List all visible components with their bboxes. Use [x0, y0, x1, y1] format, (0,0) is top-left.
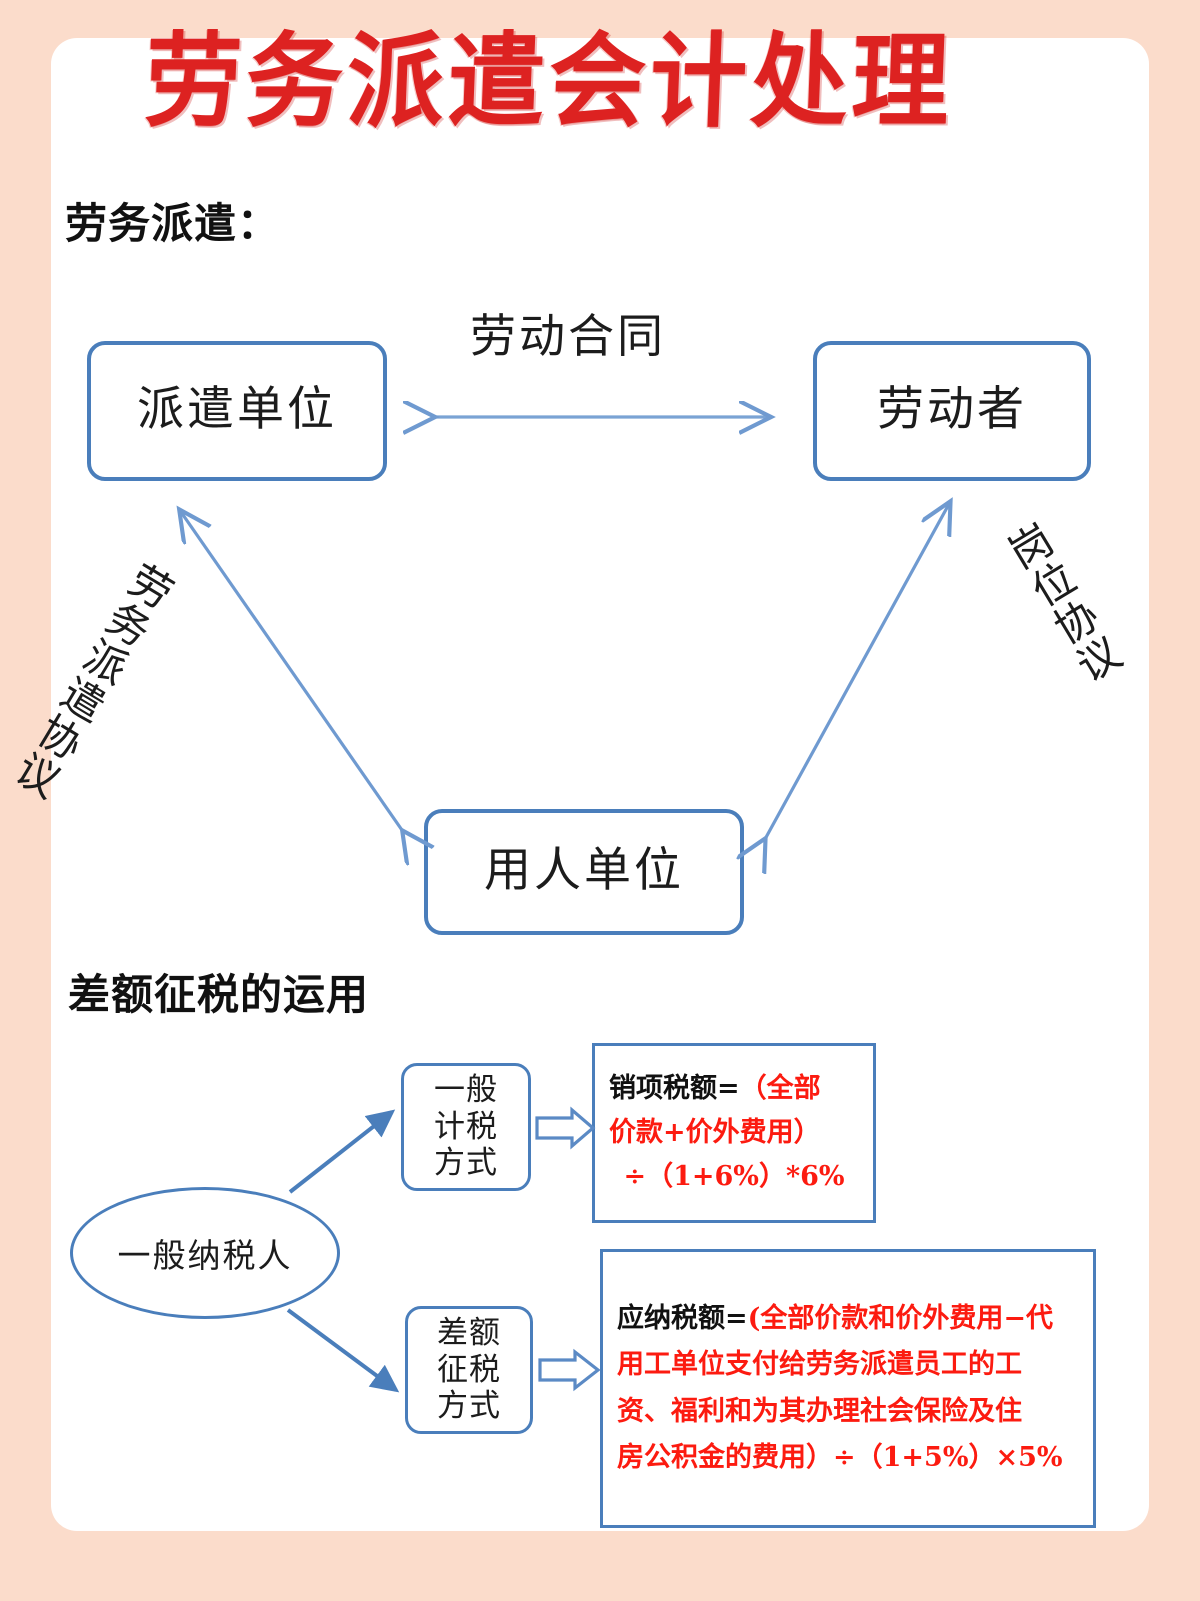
- formula-differential-method: 应纳税额=(全部价款和价外费用−代 用工单位支付给劳务派遣员工的工 资、福利和为…: [600, 1249, 1096, 1528]
- formula-differential-line4: 房公积金的费用）÷（1+5%）×5%: [617, 1441, 1063, 1473]
- arrow-to-general-method: [288, 1109, 396, 1194]
- section-heading-differential: 差额征税的运用: [68, 970, 370, 1019]
- formula-general-line1: （全部: [739, 1073, 821, 1105]
- arrow-to-differential-method: [286, 1308, 400, 1393]
- node-general-method-label: 一般计税方式: [434, 1072, 498, 1181]
- formula-differential-line2: 用工单位支付给劳务派遣员工的工: [617, 1349, 1022, 1381]
- formula-differential-line3: 资、福利和为其办理社会保险及住: [617, 1395, 1022, 1427]
- formula-differential-line1: (全部价款和价外费用−代: [747, 1302, 1054, 1334]
- formula-general-line2: 价款+价外费用）: [609, 1117, 821, 1149]
- node-general-taxpayer: 一般纳税人: [70, 1187, 340, 1319]
- block-arrow-general: [535, 1106, 596, 1150]
- node-employer-unit: 用人单位: [424, 809, 744, 935]
- node-general-taxpayer-label: 一般纳税人: [117, 1239, 293, 1275]
- formula-differential-label: 应纳税额=: [617, 1302, 748, 1334]
- arrow-dispatch-agreement: [181, 512, 404, 833]
- block-arrow-differential: [538, 1348, 601, 1392]
- arrow-post-agreement: [764, 504, 949, 841]
- node-differential-method: 差额征税方式: [405, 1306, 533, 1434]
- node-employer-unit-label: 用人单位: [484, 845, 684, 898]
- section-heading-dispatch: 劳务派遣：: [65, 199, 281, 248]
- edge-label-labor-contract: 劳动合同: [470, 311, 666, 362]
- node-worker: 劳动者: [813, 341, 1091, 481]
- node-dispatch-unit-label: 派遣单位: [137, 384, 337, 437]
- formula-general-line3: ÷（1+6%）*6%: [623, 1160, 845, 1192]
- formula-general-label: 销项税额=: [609, 1073, 740, 1105]
- node-differential-method-label: 差额征税方式: [437, 1315, 501, 1424]
- node-dispatch-unit: 派遣单位: [87, 341, 387, 481]
- node-worker-label: 劳动者: [877, 384, 1027, 437]
- formula-general-method: 销项税额=（全部 价款+价外费用） ÷（1+6%）*6%: [592, 1043, 876, 1223]
- node-general-method: 一般计税方式: [401, 1063, 531, 1191]
